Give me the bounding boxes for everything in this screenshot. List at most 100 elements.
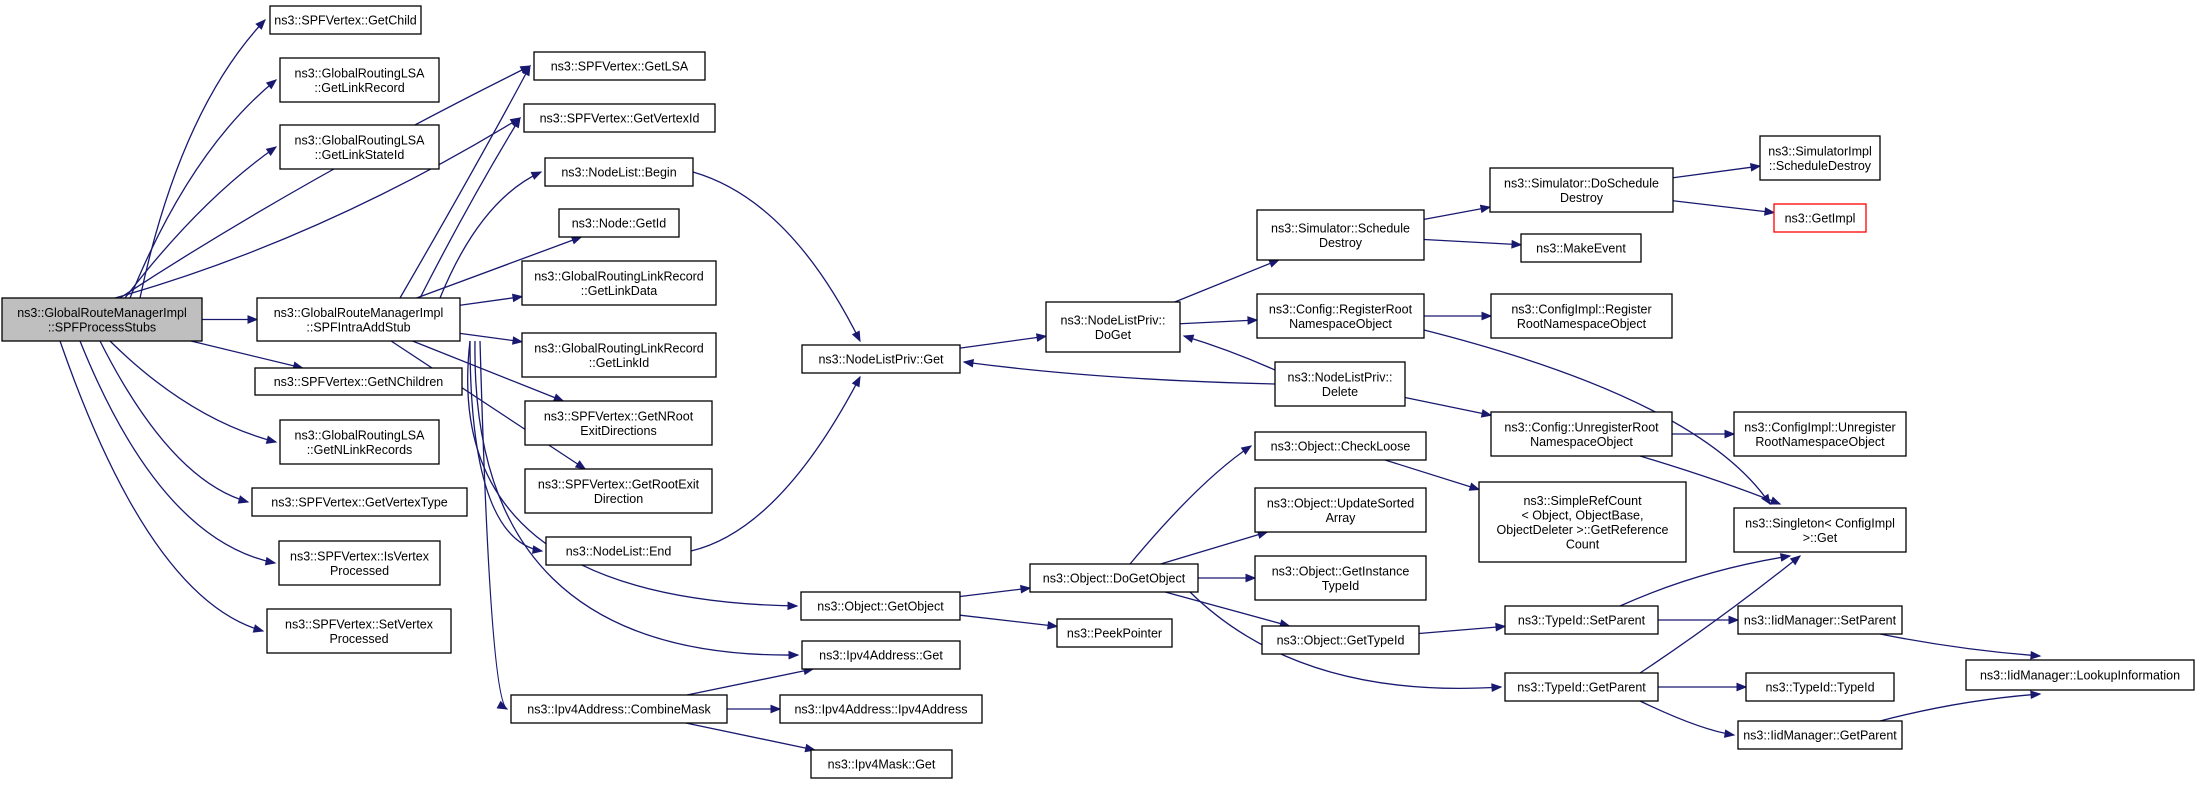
call-edge bbox=[109, 340, 278, 444]
graph-node[interactable]: ns3::NodeListPriv::DoGet bbox=[1045, 301, 1181, 353]
graph-node[interactable]: ns3::SimulatorImpl::ScheduleDestroy bbox=[1759, 135, 1881, 181]
graph-node[interactable]: ns3::IidManager::GetParent bbox=[1737, 720, 1903, 750]
node-box bbox=[1737, 605, 1903, 635]
graph-node[interactable]: ns3::Object::GetTypeId bbox=[1261, 625, 1420, 655]
node-label: ::GetNLinkRecords bbox=[307, 443, 413, 457]
graph-node[interactable]: ns3::GlobalRouteManagerImpl::SPFProcessS… bbox=[1, 297, 203, 342]
graph-node[interactable]: ns3::Ipv4Address::Get bbox=[801, 640, 961, 670]
call-edge bbox=[1672, 429, 1736, 439]
arrowhead bbox=[512, 336, 524, 345]
graph-node[interactable]: ns3::SPFVertex::GetChild bbox=[269, 5, 422, 35]
arrowhead bbox=[770, 704, 782, 714]
graph-node[interactable]: ns3::Config::UnregisterRootNamespaceObje… bbox=[1490, 411, 1673, 457]
graph-node[interactable]: ns3::GlobalRoutingLinkRecord::GetLinkDat… bbox=[521, 260, 717, 306]
arrowhead bbox=[1491, 683, 1503, 692]
graph-node[interactable]: ns3::Singleton< ConfigImpl>::Get bbox=[1733, 507, 1907, 553]
graph-node[interactable]: ns3::PeekPointer bbox=[1056, 618, 1173, 648]
graph-node[interactable]: ns3::Object::DoGetObject bbox=[1029, 563, 1199, 593]
graph-node[interactable]: ns3::Ipv4Mask::Get bbox=[810, 749, 953, 779]
edge-line bbox=[963, 361, 1276, 385]
graph-node[interactable]: ns3::SimpleRefCount< Object, ObjectBase,… bbox=[1478, 481, 1687, 563]
edge-line bbox=[1879, 693, 2041, 722]
graph-node[interactable]: ns3::Node::GetId bbox=[558, 208, 680, 238]
graph-node[interactable]: ns3::TypeId::GetParent bbox=[1504, 672, 1659, 702]
graph-node[interactable]: ns3::Ipv4Address::CombineMask bbox=[510, 694, 728, 724]
arrowhead bbox=[237, 495, 250, 504]
arrowhead bbox=[1724, 429, 1736, 439]
graph-node[interactable]: ns3::ConfigImpl::RegisterRootNamespaceOb… bbox=[1490, 293, 1673, 339]
edge-line bbox=[690, 376, 861, 552]
call-edge bbox=[1672, 200, 1776, 216]
graph-node[interactable]: ns3::GlobalRouteManagerImpl::SPFIntraAdd… bbox=[256, 297, 461, 342]
graph-node[interactable]: ns3::IidManager::SetParent bbox=[1737, 605, 1903, 635]
arrowhead bbox=[496, 700, 509, 710]
call-edge bbox=[439, 171, 543, 299]
edge-line bbox=[1183, 335, 1276, 371]
edge-line bbox=[79, 340, 276, 564]
graph-node[interactable]: ns3::TypeId::SetParent bbox=[1504, 605, 1659, 635]
node-box bbox=[524, 400, 713, 446]
graph-node[interactable]: ns3::GlobalRoutingLSA::GetLinkRecord bbox=[279, 57, 440, 103]
node-box bbox=[1520, 233, 1642, 263]
edge-line bbox=[1404, 396, 1492, 416]
node-box bbox=[1254, 431, 1427, 461]
node-label: ns3::NodeList::Begin bbox=[561, 166, 676, 180]
call-edge bbox=[1423, 204, 1492, 221]
node-label: NamespaceObject bbox=[1530, 435, 1633, 449]
call-edge bbox=[1639, 700, 1736, 738]
edge-line bbox=[124, 146, 277, 299]
node-label: Processed bbox=[329, 632, 388, 646]
node-label: NamespaceObject bbox=[1289, 317, 1392, 331]
graph-node[interactable]: ns3::Ipv4Address::Ipv4Address bbox=[779, 694, 983, 724]
graph-node[interactable]: ns3::SPFVertex::GetNChildren bbox=[254, 367, 463, 396]
call-edge bbox=[692, 171, 861, 343]
graph-node[interactable]: ns3::Object::CheckLoose bbox=[1254, 431, 1427, 461]
call-edge bbox=[419, 116, 521, 299]
node-label: ObjectDeleter >::GetReference bbox=[1497, 523, 1669, 537]
node-box bbox=[269, 5, 422, 35]
node-box bbox=[1490, 411, 1673, 457]
node-box bbox=[1490, 293, 1673, 339]
call-edge bbox=[1658, 682, 1748, 692]
arrowhead bbox=[265, 435, 278, 444]
graph-node[interactable]: ns3::ConfigImpl::UnregisterRootNamespace… bbox=[1733, 411, 1907, 457]
graph-node[interactable]: ns3::SPFVertex::GetVertexId bbox=[523, 103, 716, 133]
graph-node[interactable]: ns3::GetImpl bbox=[1773, 203, 1867, 233]
node-label: ns3::SPFVertex::GetRootExit bbox=[538, 477, 700, 491]
graph-node[interactable]: ns3::NodeList::End bbox=[545, 536, 692, 566]
graph-node[interactable]: ns3::TypeId::TypeId bbox=[1745, 672, 1895, 702]
graph-node[interactable]: ns3::NodeList::Begin bbox=[544, 157, 694, 187]
node-label: Destroy bbox=[1319, 236, 1363, 250]
arrowhead bbox=[1789, 555, 1802, 566]
graph-node[interactable]: ns3::SPFVertex::GetVertexType bbox=[251, 487, 468, 517]
graph-node[interactable]: ns3::IidManager::LookupInformation bbox=[1965, 659, 2195, 691]
graph-node[interactable]: ns3::GlobalRoutingLSA::GetLinkStateId bbox=[279, 124, 440, 170]
node-label: ns3::IidManager::LookupInformation bbox=[1980, 669, 2180, 683]
call-edge bbox=[1879, 690, 2042, 722]
graph-node[interactable]: ns3::MakeEvent bbox=[1520, 233, 1642, 263]
node-box bbox=[545, 536, 692, 566]
node-label: ns3::SimpleRefCount bbox=[1523, 494, 1642, 508]
arrowhead bbox=[247, 315, 259, 324]
edge-line bbox=[1639, 455, 1781, 505]
graph-node[interactable]: ns3::Object::GetObject bbox=[800, 591, 961, 621]
graph-node[interactable]: ns3::NodeListPriv::Delete bbox=[1274, 361, 1406, 407]
graph-node[interactable]: ns3::Simulator::ScheduleDestroy bbox=[1256, 209, 1425, 261]
edge-line bbox=[959, 335, 1047, 349]
graph-node[interactable]: ns3::GlobalRoutingLSA::GetNLinkRecords bbox=[279, 419, 440, 465]
graph-node[interactable]: ns3::NodeListPriv::Get bbox=[801, 344, 961, 374]
graph-node[interactable]: ns3::SPFVertex::GetLSA bbox=[533, 51, 706, 81]
edge-line bbox=[1672, 200, 1775, 214]
node-box bbox=[1256, 293, 1425, 339]
edge-line bbox=[959, 614, 1058, 628]
graph-node[interactable]: ns3::GlobalRoutingLinkRecord::GetLinkId bbox=[521, 332, 717, 378]
edge-line bbox=[1639, 555, 1801, 674]
